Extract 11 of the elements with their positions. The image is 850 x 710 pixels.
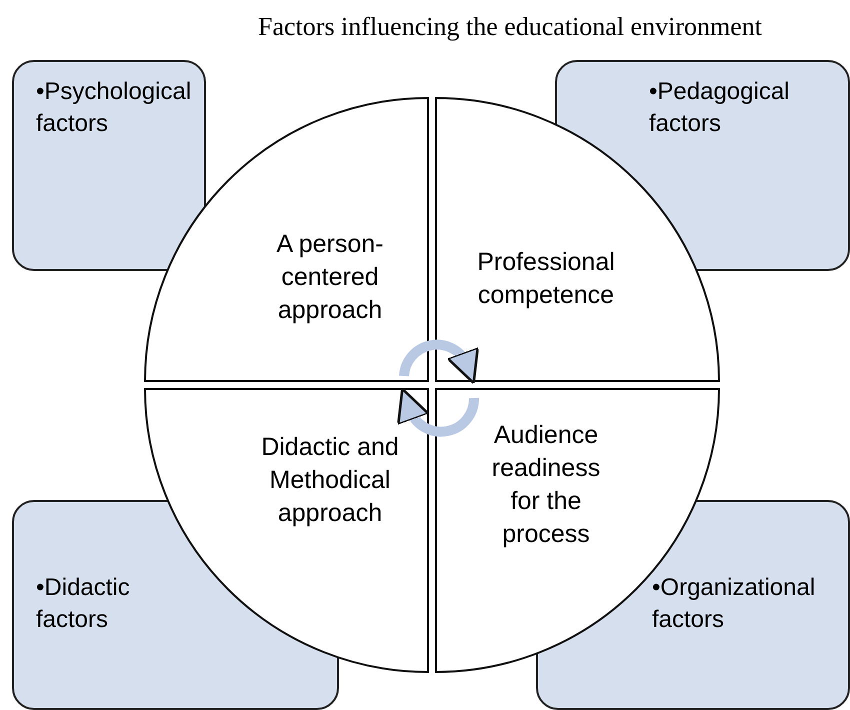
rounded-box (12, 60, 206, 271)
box-text: •Didactic factors (36, 573, 131, 635)
segment-text: Audience readiness for the process (490, 420, 602, 550)
box-text: •Psychological factors (36, 77, 192, 139)
box-text: •Organizational factors (652, 573, 816, 635)
segment-text: Professional competence (476, 247, 616, 311)
box-text: •Pedagogical factors (649, 77, 791, 139)
segment-text: A person-centered approach (275, 229, 384, 326)
diagram-title: Factors influencing the educational environment (257, 12, 763, 42)
segment-text: Didactic and Methodical approach (260, 432, 400, 529)
curved-arrow (396, 388, 479, 437)
